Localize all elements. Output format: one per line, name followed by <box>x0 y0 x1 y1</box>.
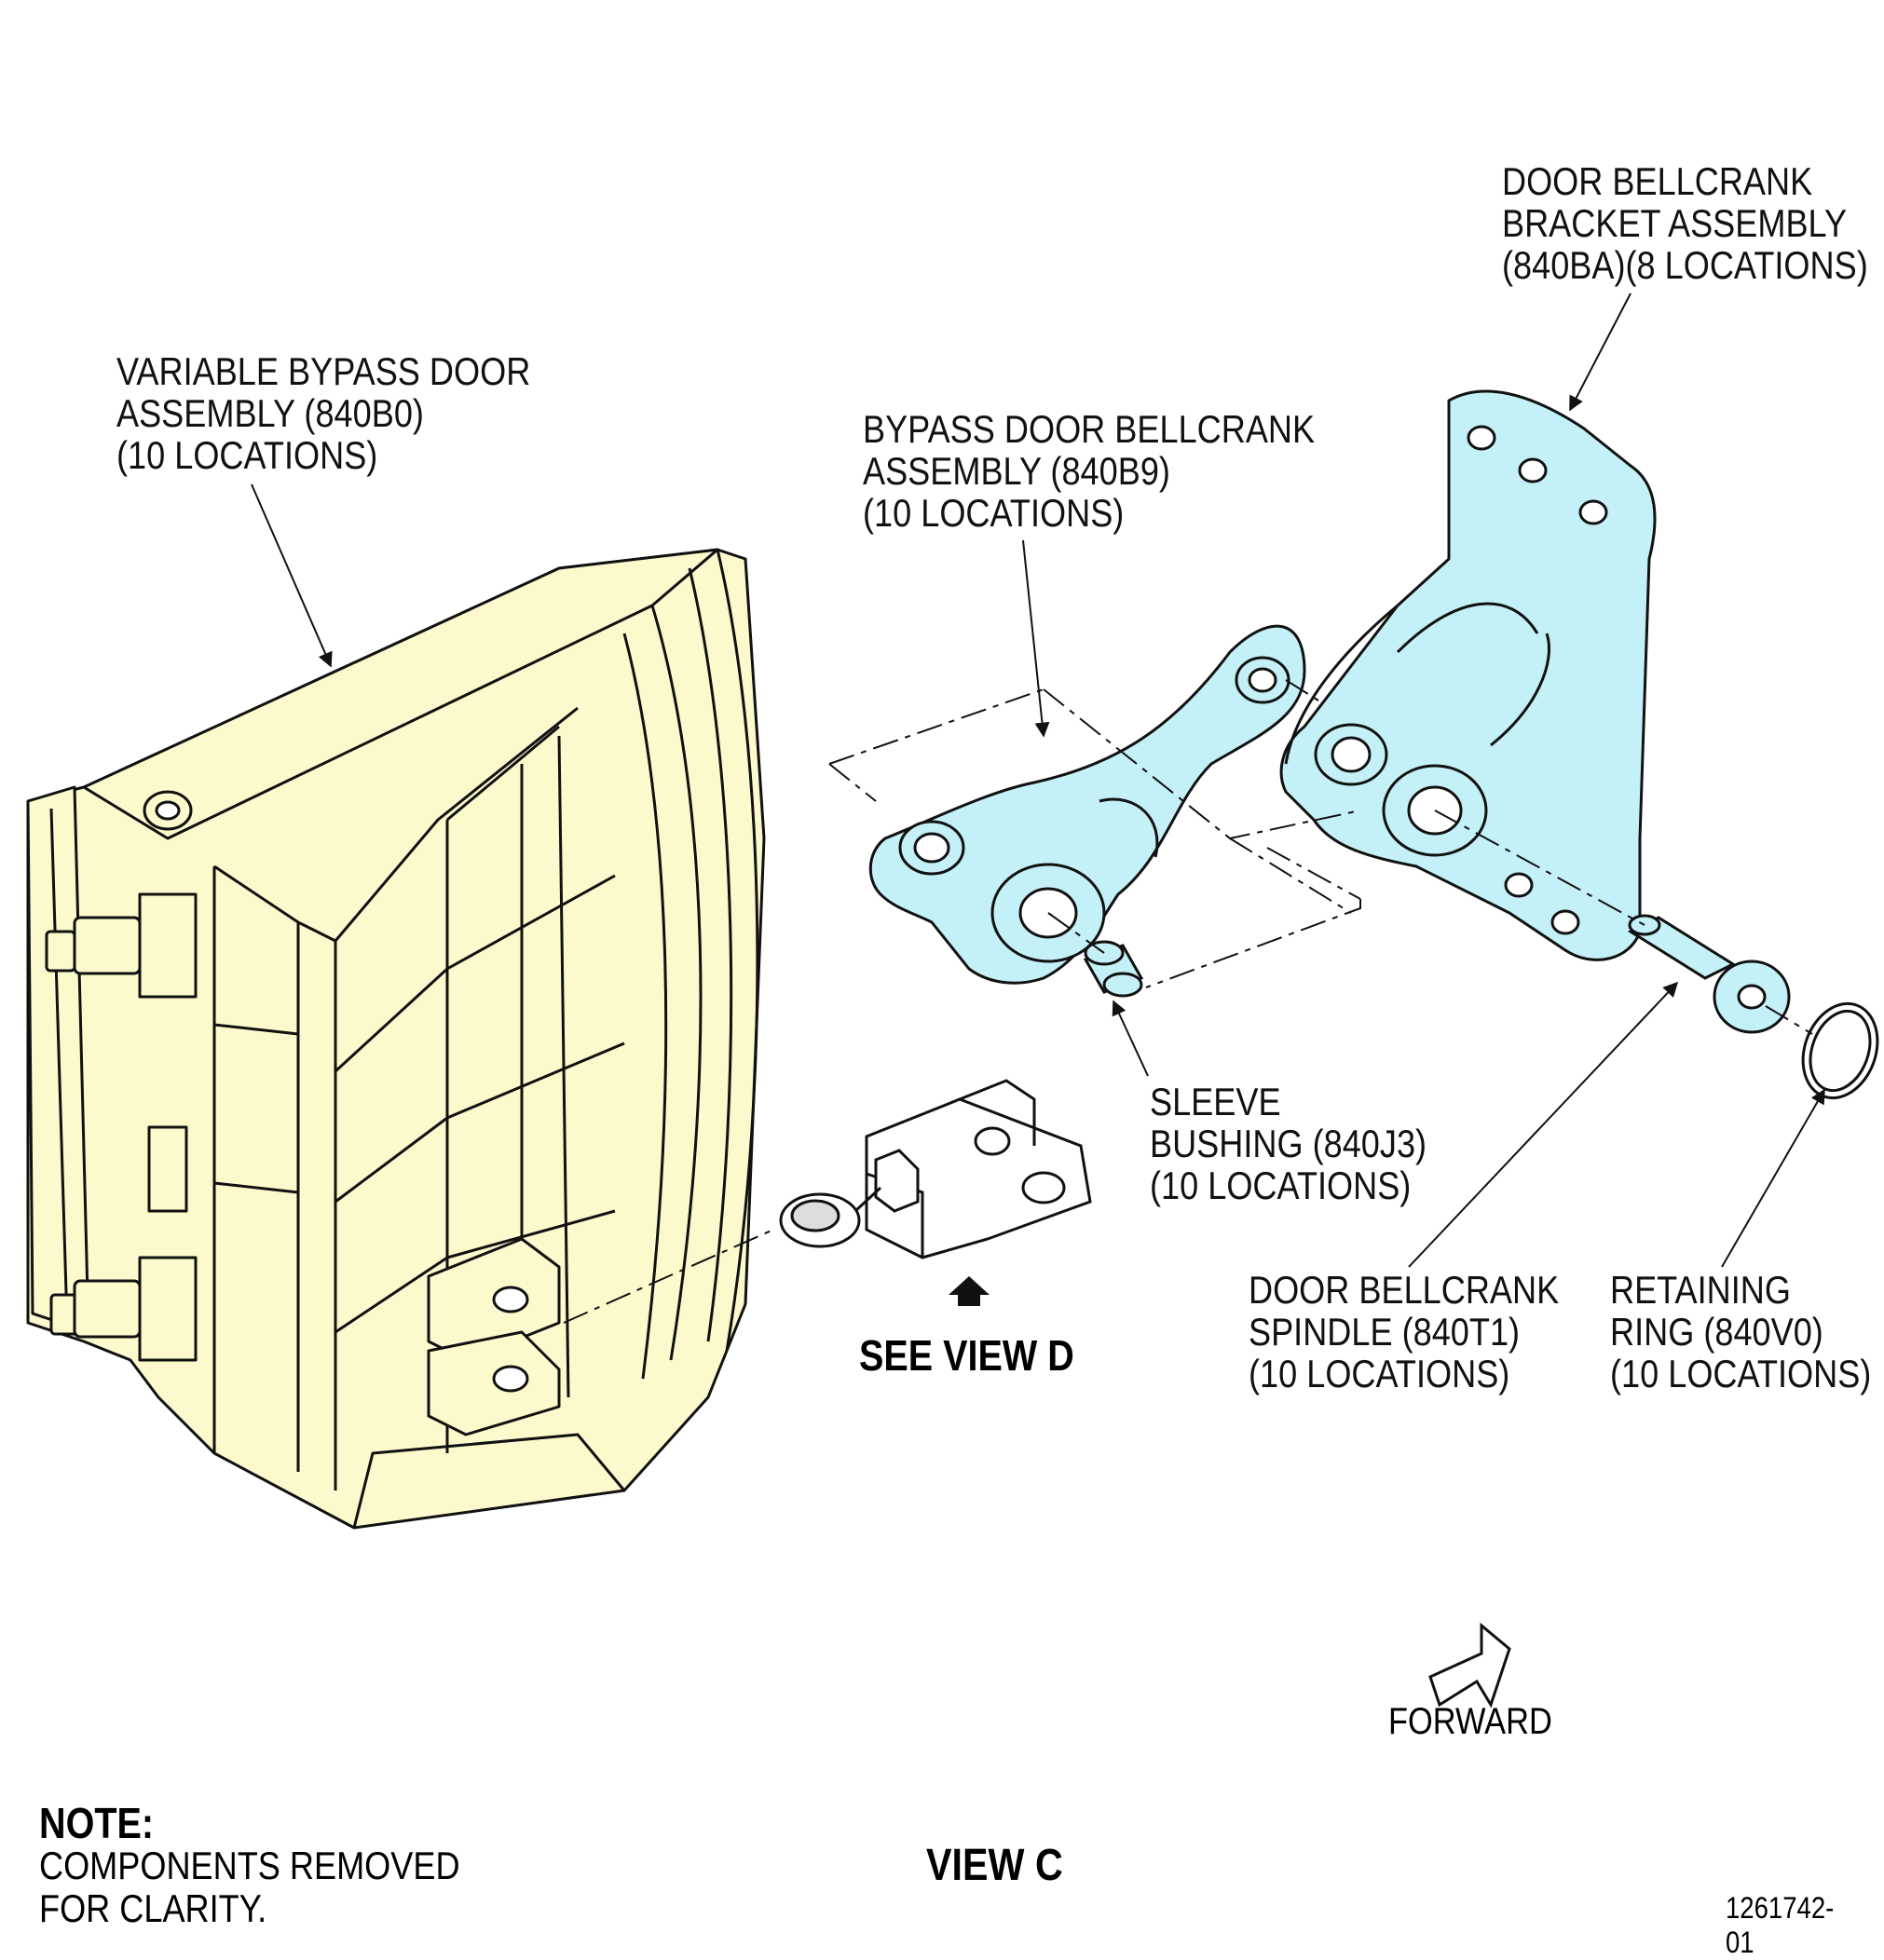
label-line: BRACKET ASSEMBLY <box>1502 201 1848 245</box>
note-body: COMPONENTS REMOVED FOR CLARITY. <box>39 1844 460 1930</box>
see-view-d-label: SEE VIEW D <box>859 1331 1074 1380</box>
label-bracket-assembly: DOOR BELLCRANK BRACKET ASSEMBLY (840BA)(… <box>1502 160 1868 286</box>
label-line: RING (840V0) <box>1610 1310 1823 1354</box>
label-spindle: DOOR BELLCRANK SPINDLE (840T1) (10 LOCAT… <box>1249 1269 1559 1395</box>
label-bellcrank-assembly: BYPASS DOOR BELLCRANK ASSEMBLY (840B9) (… <box>863 408 1315 534</box>
rod-end-assembly <box>779 1079 1092 1259</box>
figure-number: 1261742-01 <box>1726 1891 1835 1959</box>
label-line: DOOR BELLCRANK <box>1249 1268 1560 1312</box>
view-title: VIEW C <box>926 1841 1063 1890</box>
label-line: SPINDLE (840T1) <box>1249 1310 1521 1354</box>
label-door-assembly: VARIABLE BYPASS DOOR ASSEMBLY (840B0) (1… <box>116 350 530 476</box>
retaining-ring <box>1801 1001 1879 1100</box>
forward-arrow-icon <box>1428 1622 1511 1708</box>
note-line: FOR CLARITY. <box>39 1886 267 1930</box>
assembly-centerlines <box>563 679 1813 1324</box>
bypass-door-assembly <box>26 548 766 1530</box>
label-line: DOOR BELLCRANK <box>1502 159 1813 203</box>
label-line: (10 LOCATIONS) <box>863 491 1125 535</box>
label-line: RETAINING <box>1610 1268 1791 1312</box>
label-line: (10 LOCATIONS) <box>1610 1352 1872 1395</box>
label-line: BUSHING (840J3) <box>1150 1122 1427 1165</box>
label-line: (10 LOCATIONS) <box>1150 1164 1412 1207</box>
label-line: (10 LOCATIONS) <box>116 433 378 477</box>
bellcrank-assembly <box>868 624 1306 985</box>
bellcrank-spindle <box>1627 914 1791 1034</box>
see-view-arrow <box>949 1276 990 1306</box>
label-retaining-ring: RETAINING RING (840V0) (10 LOCATIONS) <box>1610 1269 1871 1395</box>
forward-label: FORWARD <box>1388 1701 1552 1742</box>
leader-lines <box>251 293 1825 1268</box>
bracket-assembly <box>1279 389 1657 961</box>
label-line: SLEEVE <box>1150 1080 1281 1123</box>
label-line: (840BA)(8 LOCATIONS) <box>1502 243 1868 287</box>
note-title: NOTE: <box>39 1799 155 1847</box>
label-line: BYPASS DOOR BELLCRANK <box>863 407 1316 451</box>
label-line: ASSEMBLY (840B0) <box>116 391 424 435</box>
label-sleeve-bushing: SLEEVE BUSHING (840J3) (10 LOCATIONS) <box>1150 1081 1427 1206</box>
note-line: COMPONENTS REMOVED <box>39 1844 460 1887</box>
label-line: ASSEMBLY (840B9) <box>863 449 1170 493</box>
label-line: (10 LOCATIONS) <box>1249 1352 1510 1395</box>
label-line: VARIABLE BYPASS DOOR <box>116 349 531 393</box>
sleeve-bushing <box>1083 940 1144 998</box>
